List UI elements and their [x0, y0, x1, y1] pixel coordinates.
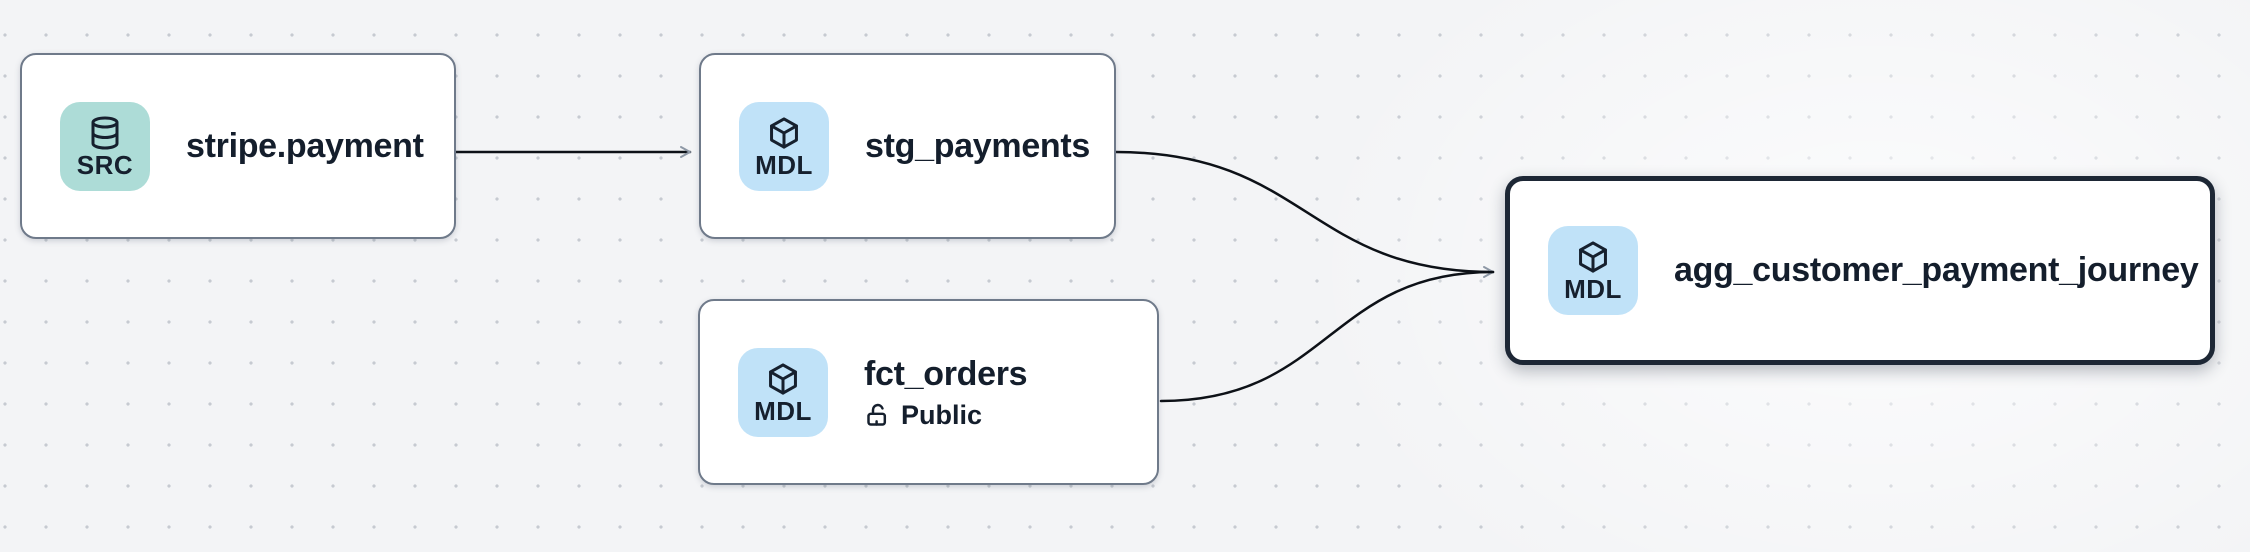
- badge-label: MDL: [1564, 274, 1622, 304]
- database-icon: [87, 115, 123, 151]
- unlock-icon: [864, 402, 891, 429]
- badge-label: SRC: [76, 149, 134, 180]
- node-title: agg_customer_payment_journey: [1674, 251, 2199, 290]
- model-type-badge: MDL: [738, 347, 828, 437]
- node-title: stg_payments: [865, 126, 1091, 165]
- edge-fct-orders-to-agg-customer-payment-journey[interactable]: [1159, 270, 1495, 403]
- node-title: fct_orders: [864, 355, 1028, 394]
- badge-label: MDL: [754, 395, 812, 426]
- cube-icon: [766, 115, 802, 151]
- visibility-label: Public: [901, 399, 983, 430]
- node-stripe-payment[interactable]: SRC stripe.payment: [20, 53, 456, 239]
- cube-icon: [1575, 239, 1611, 275]
- model-type-badge: MDL: [739, 101, 829, 191]
- node-title: stripe.payment: [186, 126, 424, 165]
- source-type-badge: SRC: [60, 101, 150, 191]
- node-fct-orders[interactable]: MDL fct_orders Public: [698, 299, 1159, 485]
- model-type-badge: MDL: [1548, 226, 1638, 315]
- cube-icon: [765, 361, 801, 397]
- node-stg-payments[interactable]: MDL stg_payments: [699, 53, 1116, 239]
- badge-label: MDL: [755, 149, 813, 180]
- node-agg-customer-payment-journey[interactable]: MDL agg_customer_payment_journey: [1505, 176, 2215, 365]
- edge-stg-payments-to-agg-customer-payment-journey[interactable]: [1114, 150, 1495, 278]
- visibility-row: Public: [864, 399, 1027, 431]
